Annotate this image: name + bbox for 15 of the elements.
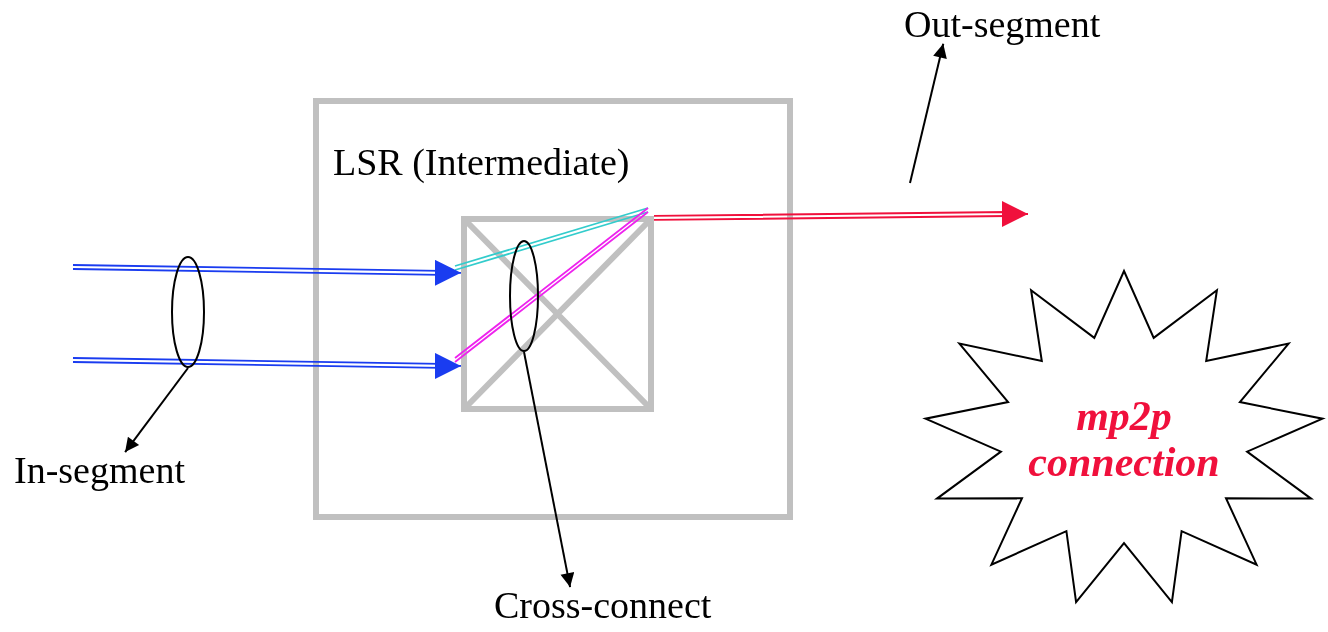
callout-label: Out-segment [904, 4, 1101, 46]
leader-line [523, 351, 575, 589]
router-box [313, 98, 793, 520]
cross-connect-box [461, 216, 654, 412]
leader-line [124, 367, 189, 454]
box-title: LSR (Intermediate) [333, 142, 630, 184]
starburst-text: mp2p connection [1027, 392, 1221, 486]
arrow [653, 201, 1029, 227]
callout-label: Cross-connect [494, 585, 712, 627]
ellipse-outline [509, 240, 539, 352]
ellipse-outline [171, 256, 205, 368]
leader-line [909, 42, 947, 184]
arrow [72, 352, 462, 379]
arrow [72, 259, 462, 286]
callout-label: In-segment [14, 450, 185, 492]
